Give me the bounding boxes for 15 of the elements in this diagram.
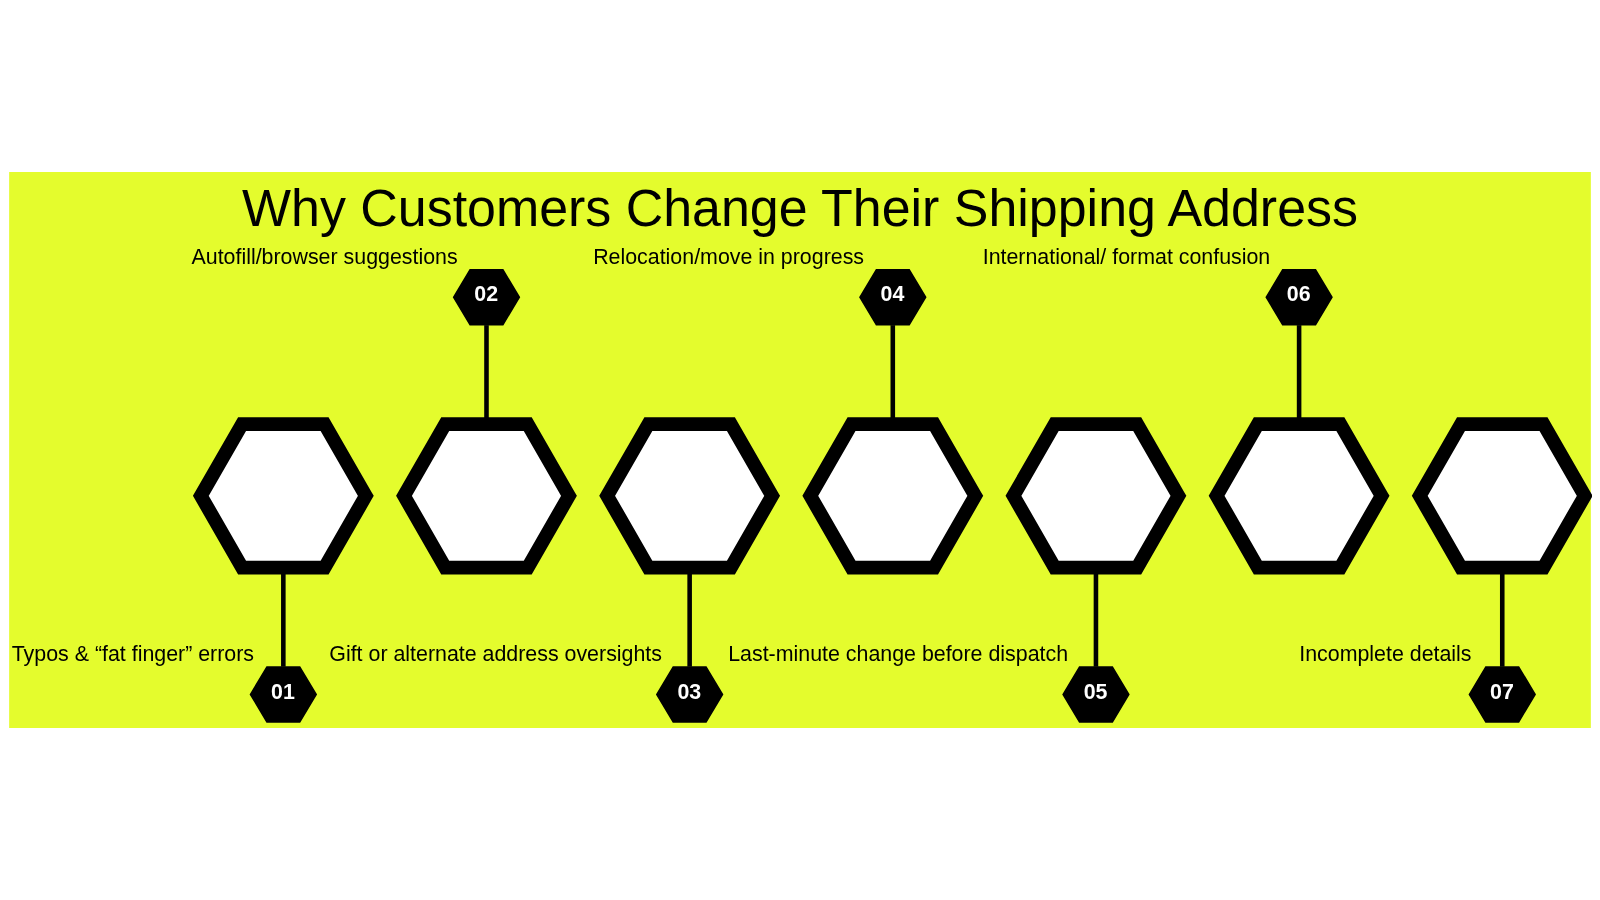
node-label: Gift or alternate address oversights <box>329 642 662 667</box>
node-hexagon <box>1411 417 1592 575</box>
node-hexagon <box>1208 417 1390 575</box>
node-hexagon <box>192 417 374 575</box>
node-label: Autofill/browser suggestions <box>191 244 458 269</box>
node-label: Typos & “fat finger” errors <box>11 642 255 667</box>
node-hexagon <box>599 417 781 575</box>
node-label: International/ format confusion <box>982 244 1271 269</box>
node-label: Last-minute change before dispatch <box>728 642 1069 667</box>
node-label: Incomplete details <box>1299 642 1472 667</box>
node-label: Relocation/move in progress <box>593 244 865 269</box>
node-hexagon <box>396 417 577 575</box>
node-hexagon <box>802 417 984 575</box>
diagram-title: Why Customers Change Their Shipping Address <box>242 178 1358 237</box>
node-hexagon <box>1005 417 1187 575</box>
